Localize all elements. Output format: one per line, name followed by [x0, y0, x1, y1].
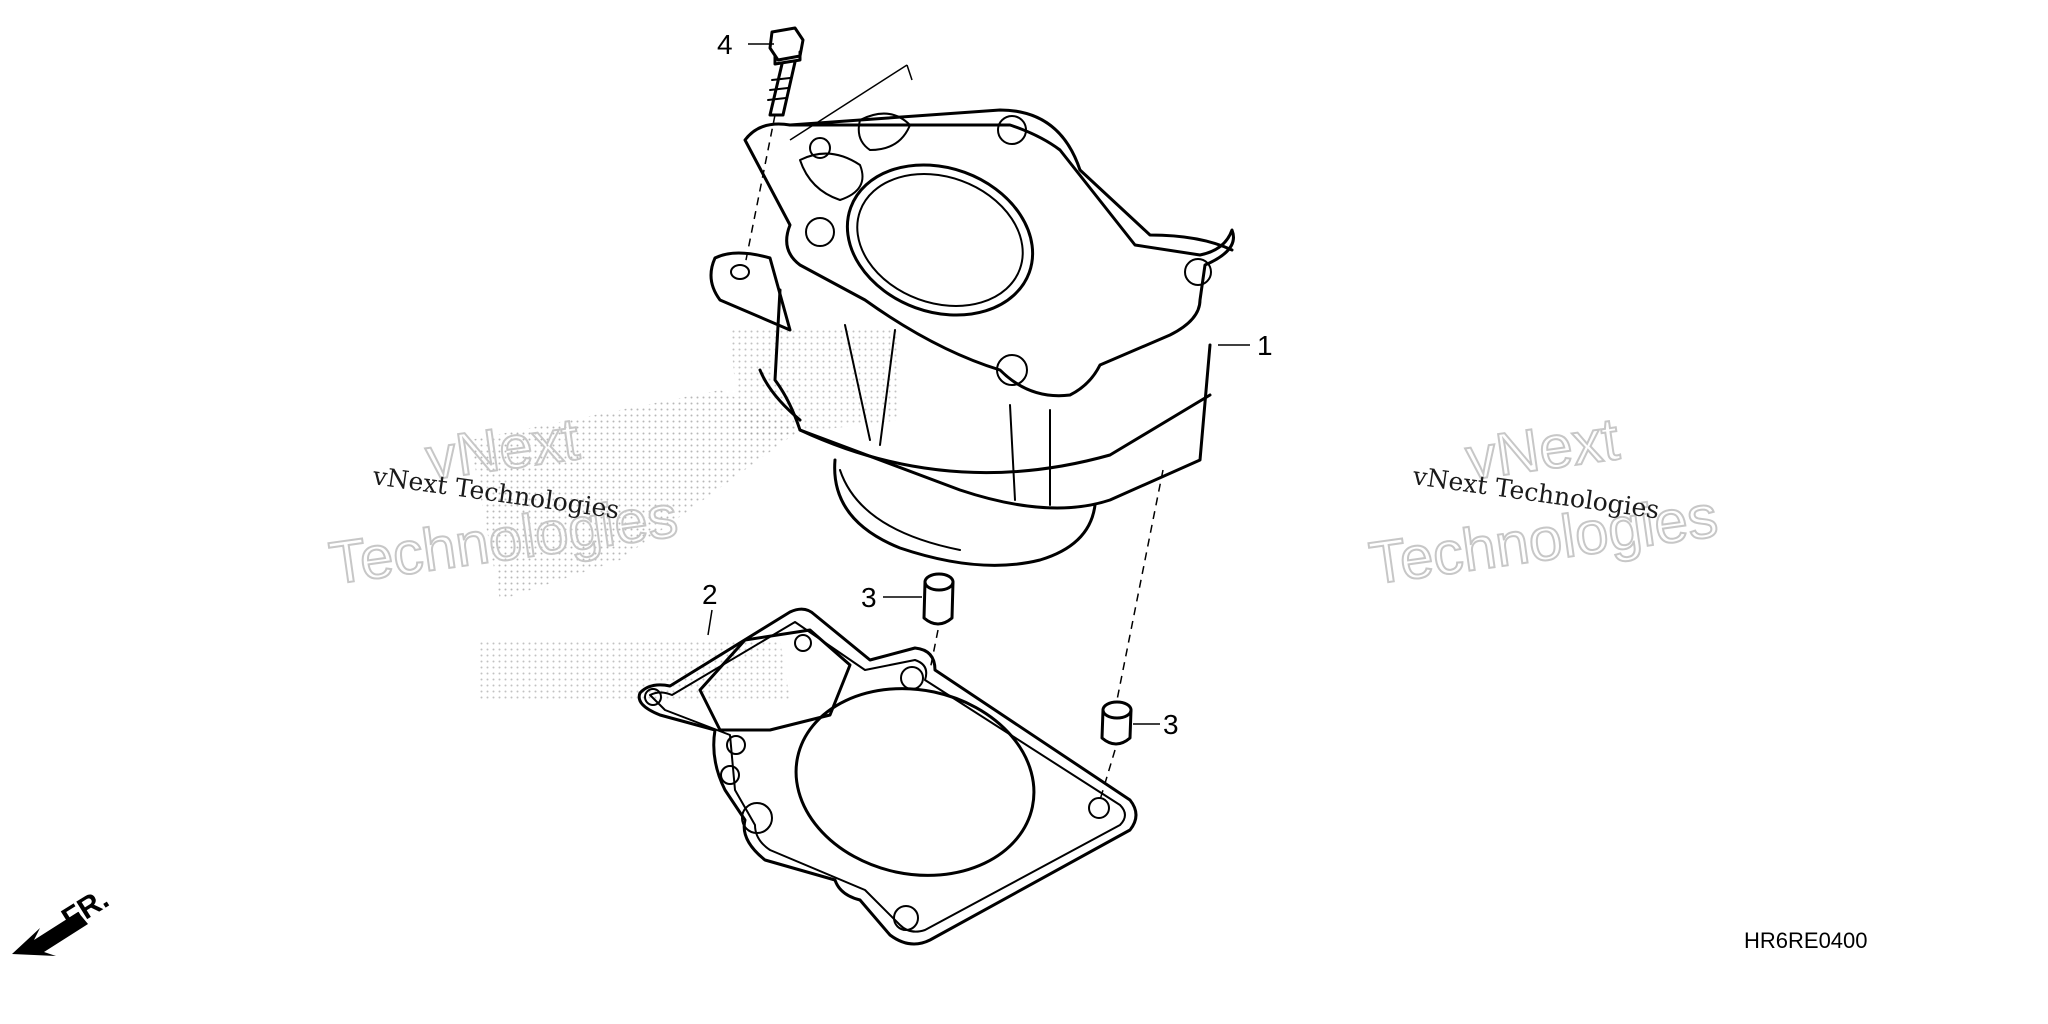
callout-3-lower: 3 — [1163, 709, 1179, 740]
dowel-pin-upper — [922, 572, 955, 626]
dowel-pin-lower — [1100, 700, 1133, 746]
background-logo-dots — [470, 330, 900, 700]
callout-1: 1 — [1257, 330, 1273, 361]
cylinder — [709, 108, 1235, 567]
callout-4: 4 — [717, 29, 733, 60]
cylinder-gasket — [637, 607, 1138, 946]
callouts: 4 1 2 3 3 — [702, 29, 1273, 740]
alignment-lines — [744, 64, 1164, 801]
front-direction-arrow: FR. — [12, 882, 115, 956]
bolt — [767, 26, 805, 117]
callout-2: 2 — [702, 579, 718, 610]
diagram-code: HR6RE0400 — [1744, 928, 1868, 953]
callout-3-upper: 3 — [861, 582, 877, 613]
